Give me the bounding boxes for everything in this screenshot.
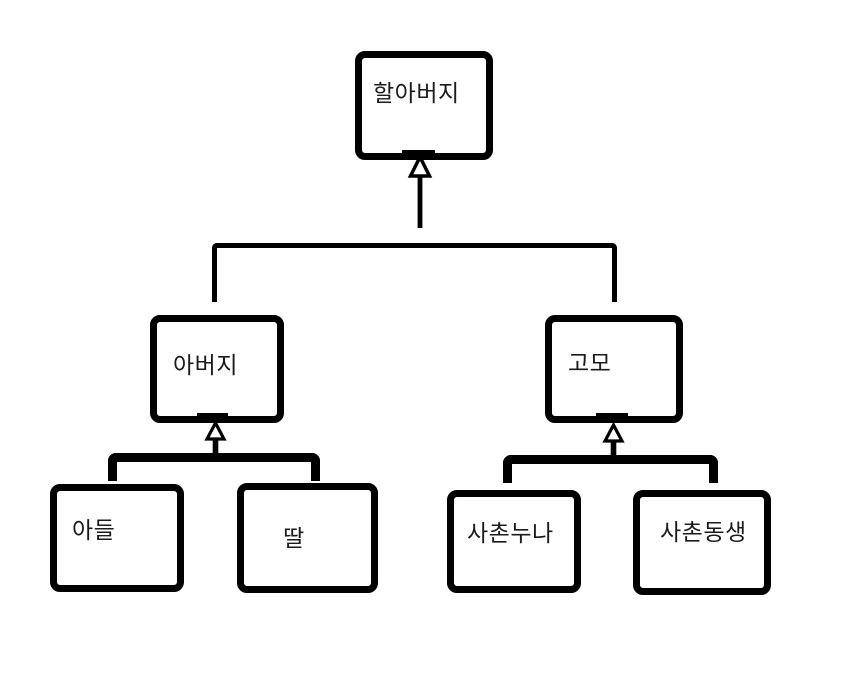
arrow-up-to-grandfather-icon (403, 154, 437, 230)
node-daughter-label: 딸 (283, 525, 305, 551)
node-cousin-older: 사촌누나 (447, 490, 581, 593)
node-cousin-older-label: 사촌누나 (467, 520, 554, 546)
node-son: 아들 (50, 484, 184, 592)
node-aunt: 고모 (545, 315, 683, 423)
father-bottom-bar (197, 413, 228, 423)
node-grandfather: 할아버지 (355, 51, 493, 160)
node-father: 아버지 (150, 315, 284, 423)
aunt-bottom-bar (596, 413, 628, 423)
connector-level1-bracket (212, 243, 617, 302)
grandfather-bottom-bar (402, 150, 435, 159)
node-cousin-younger: 사촌동생 (633, 490, 771, 595)
connector-aunt-children-bracket (503, 455, 718, 483)
arrow-up-to-aunt-icon (601, 423, 626, 459)
connector-father-children-bracket (108, 453, 320, 481)
node-father-label: 아버지 (173, 352, 238, 378)
node-grandfather-label: 할아버지 (373, 80, 460, 106)
node-son-label: 아들 (72, 517, 116, 543)
node-cousin-younger-label: 사촌동생 (660, 519, 747, 545)
arrow-up-to-father-icon (203, 421, 228, 457)
node-daughter: 딸 (237, 483, 378, 593)
node-aunt-label: 고모 (568, 350, 612, 376)
